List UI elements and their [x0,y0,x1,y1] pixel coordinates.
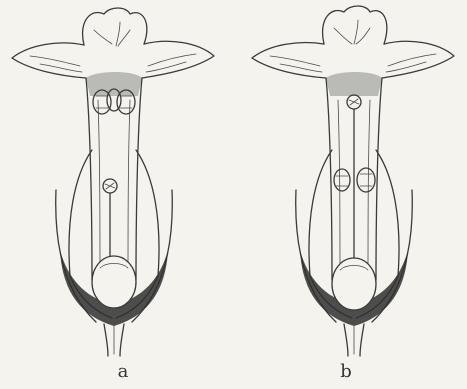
flower-section-b-illustration [234,0,467,389]
figure-label-a: a [108,362,138,382]
flower-section-a-illustration [0,0,233,389]
figure-label-b: b [331,362,361,382]
